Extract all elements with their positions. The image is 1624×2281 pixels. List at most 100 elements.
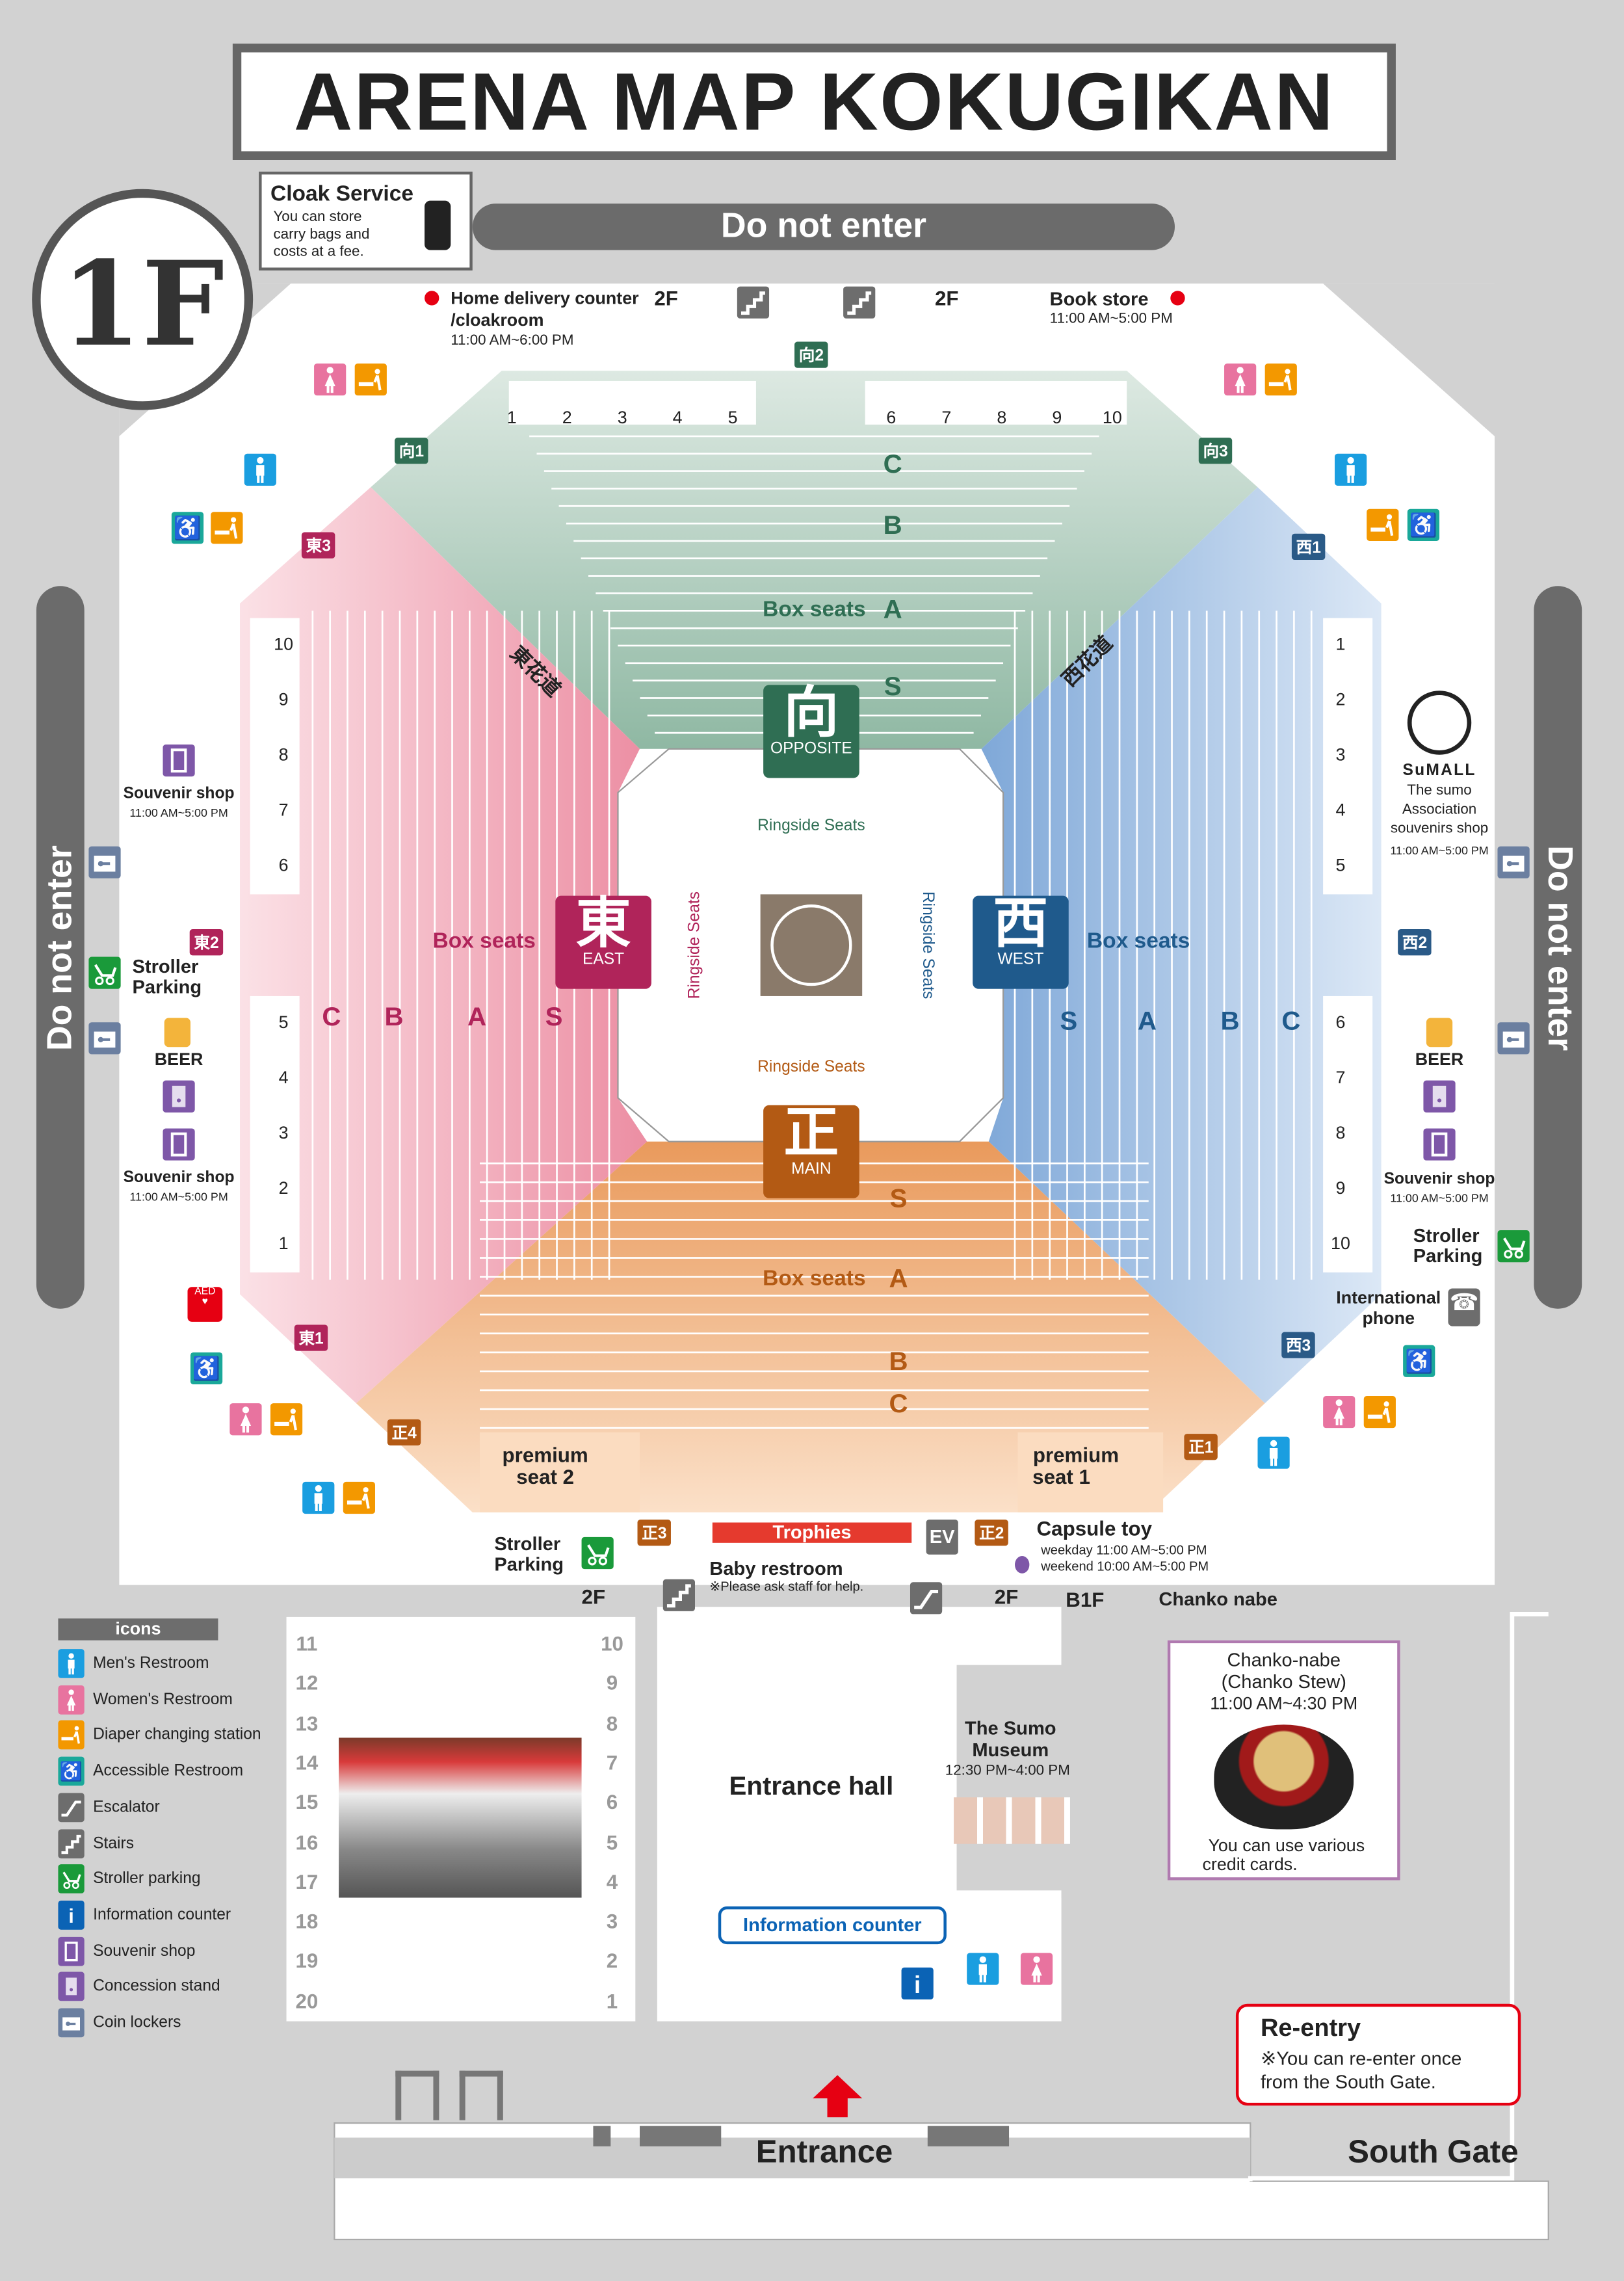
gate-higashi-2[interactable]: 東2 — [189, 929, 224, 956]
gate-shou-3[interactable]: 正3 — [637, 1520, 672, 1546]
stairs-icon[interactable] — [737, 286, 770, 319]
aed-icon[interactable]: AED♥ — [187, 1287, 223, 1322]
baby-restroom-label[interactable]: Baby restroom — [709, 1557, 843, 1579]
box-seats-south: Box seats — [763, 1266, 866, 1291]
information-counter-label[interactable]: Information counter — [718, 1906, 947, 1945]
sumall-label[interactable]: SuMALL — [1402, 761, 1476, 780]
stroller-parking-icon[interactable] — [1497, 1230, 1530, 1263]
stairs-to-2f-right[interactable]: 2F — [935, 286, 959, 310]
womens-restroom-icon[interactable] — [1020, 1953, 1053, 1985]
corridor-stall-number: 6 — [606, 1790, 618, 1814]
home-delivery-label[interactable]: Home delivery counter — [451, 287, 639, 309]
mens-restroom-icon[interactable] — [1257, 1436, 1290, 1469]
box-block-number: 7 — [278, 800, 289, 821]
sumo-museum-label[interactable]: The Sumo — [965, 1717, 1056, 1739]
gate-shou-2[interactable]: 正2 — [975, 1520, 1009, 1546]
b1f-label[interactable]: B1F — [1066, 1588, 1105, 1611]
corridor-photo — [339, 1737, 582, 1898]
corridor-stall-number: 14 — [295, 1750, 319, 1774]
box-block-number: 10 — [274, 634, 294, 655]
gate-nishi-3[interactable]: 西3 — [1281, 1332, 1315, 1358]
svg-text:♿: ♿ — [60, 1761, 83, 1782]
accessible-restroom-icon[interactable]: ♿ — [190, 1352, 223, 1385]
diaper-station-icon[interactable] — [354, 363, 387, 396]
corridor-stall-number: 13 — [295, 1711, 319, 1735]
box-block-number: 4 — [1335, 800, 1346, 821]
accessible-restroom-icon[interactable]: ♿ — [171, 512, 204, 544]
concession-stand-icon[interactable] — [1423, 1080, 1456, 1113]
capsule-toy-label[interactable]: Capsule toy — [1036, 1516, 1153, 1540]
diaper-station-icon[interactable] — [1367, 508, 1399, 541]
book-store-label[interactable]: Book store — [1049, 287, 1149, 310]
womens-restroom-icon[interactable] — [314, 363, 347, 396]
stroller-parking-icon[interactable] — [581, 1536, 614, 1570]
accessible-restroom-icon[interactable]: ♿ — [1407, 508, 1440, 541]
mens-restroom-icon[interactable] — [244, 453, 276, 486]
gate-shou-4[interactable]: 正4 — [387, 1419, 421, 1445]
gate-mukou-3[interactable]: 向3 — [1198, 438, 1233, 464]
box-block-number: 2 — [1335, 689, 1346, 710]
womens-restroom-icon[interactable] — [1323, 1395, 1356, 1429]
gate-higashi-1[interactable]: 東1 — [294, 1325, 328, 1351]
coin-locker-icon[interactable] — [88, 846, 121, 878]
purple-dot-icon — [1015, 1555, 1030, 1574]
accessible-restroom-icon[interactable]: ♿ — [1403, 1345, 1435, 1377]
south-gate-label[interactable]: South Gate — [1348, 2133, 1519, 2170]
entrance-label[interactable]: Entrance — [755, 2133, 893, 2170]
souvenir-shop-label[interactable]: Souvenir shop — [123, 1168, 235, 1187]
mens-restroom-icon[interactable] — [967, 1953, 999, 1985]
souvenir-shop-label[interactable]: Souvenir shop — [123, 785, 235, 803]
svg-text:i: i — [914, 1971, 921, 1998]
mens-restroom-icon[interactable] — [302, 1481, 335, 1514]
gate-nishi-1[interactable]: 西1 — [1291, 533, 1326, 560]
stairs-icon[interactable] — [662, 1579, 695, 1611]
chanko-nabe-link[interactable]: Chanko nabe — [1159, 1588, 1277, 1610]
gate-shou-1[interactable]: 正1 — [1184, 1434, 1218, 1460]
souvenir-shop-hours: 11:00 AM~5:00 PM — [1390, 1191, 1489, 1206]
phone-icon[interactable]: ☎ — [1448, 1288, 1480, 1326]
red-dot-icon — [1170, 291, 1185, 306]
stairs-to-2f[interactable]: 2F — [581, 1585, 606, 1609]
womens-restroom-icon[interactable] — [229, 1403, 262, 1436]
coin-locker-icon[interactable] — [1497, 846, 1530, 878]
coin-locker-icon[interactable] — [88, 1022, 121, 1055]
legend-label: Stairs — [93, 1834, 135, 1852]
information-icon[interactable]: i — [901, 1967, 934, 2000]
stairs-to-2f-left[interactable]: 2F — [654, 286, 678, 310]
diaper-station-icon[interactable] — [343, 1481, 375, 1514]
souvenir-shop-label[interactable]: Souvenir shop — [1383, 1170, 1495, 1189]
stairs-icon[interactable] — [843, 286, 876, 319]
stroller-parking-label: Parking — [494, 1553, 564, 1576]
box-block-number: 4 — [278, 1067, 289, 1088]
trophies-area[interactable]: Trophies — [712, 1522, 912, 1543]
sumo-museum-label[interactable]: Museum — [972, 1739, 1049, 1761]
souvenir-shop-icon[interactable] — [163, 1128, 195, 1161]
womens-restroom-icon[interactable] — [1224, 363, 1257, 396]
gate-higashi-3[interactable]: 東3 — [301, 532, 335, 559]
diaper-station-icon[interactable] — [270, 1403, 303, 1436]
mens-restroom-icon[interactable] — [1335, 453, 1367, 486]
concession-stand-icon[interactable] — [163, 1080, 195, 1113]
coin-locker-icon[interactable] — [1497, 1022, 1530, 1055]
gate-mukou-1[interactable]: 向1 — [395, 438, 428, 464]
souvenir-shop-icon[interactable] — [1423, 1128, 1456, 1161]
box-block-number: 7 — [1335, 1067, 1346, 1088]
diaper-station-icon[interactable] — [1363, 1395, 1396, 1429]
stroller-parking-icon[interactable] — [88, 956, 121, 989]
box-block-number: 5 — [1335, 855, 1346, 876]
elevator-icon[interactable]: EV — [926, 1520, 958, 1555]
cloak-text: carry bags and — [273, 226, 370, 243]
stroller-parking-label: Parking — [132, 975, 202, 998]
gate-mukou-2[interactable]: 向2 — [794, 341, 828, 368]
row-letter: C — [883, 449, 902, 479]
box-block-number: 6 — [278, 855, 289, 876]
diaper-station-icon[interactable] — [1264, 363, 1297, 396]
escalator-to-2f[interactable]: 2F — [994, 1585, 1019, 1609]
beer-label: BEER — [154, 1049, 203, 1070]
gate-nishi-2[interactable]: 西2 — [1398, 929, 1432, 956]
box-block-number: 9 — [1335, 1178, 1346, 1198]
souvenir-shop-icon[interactable] — [163, 745, 195, 777]
escalator-icon[interactable] — [910, 1582, 943, 1615]
diaper-station-icon[interactable] — [211, 512, 243, 544]
